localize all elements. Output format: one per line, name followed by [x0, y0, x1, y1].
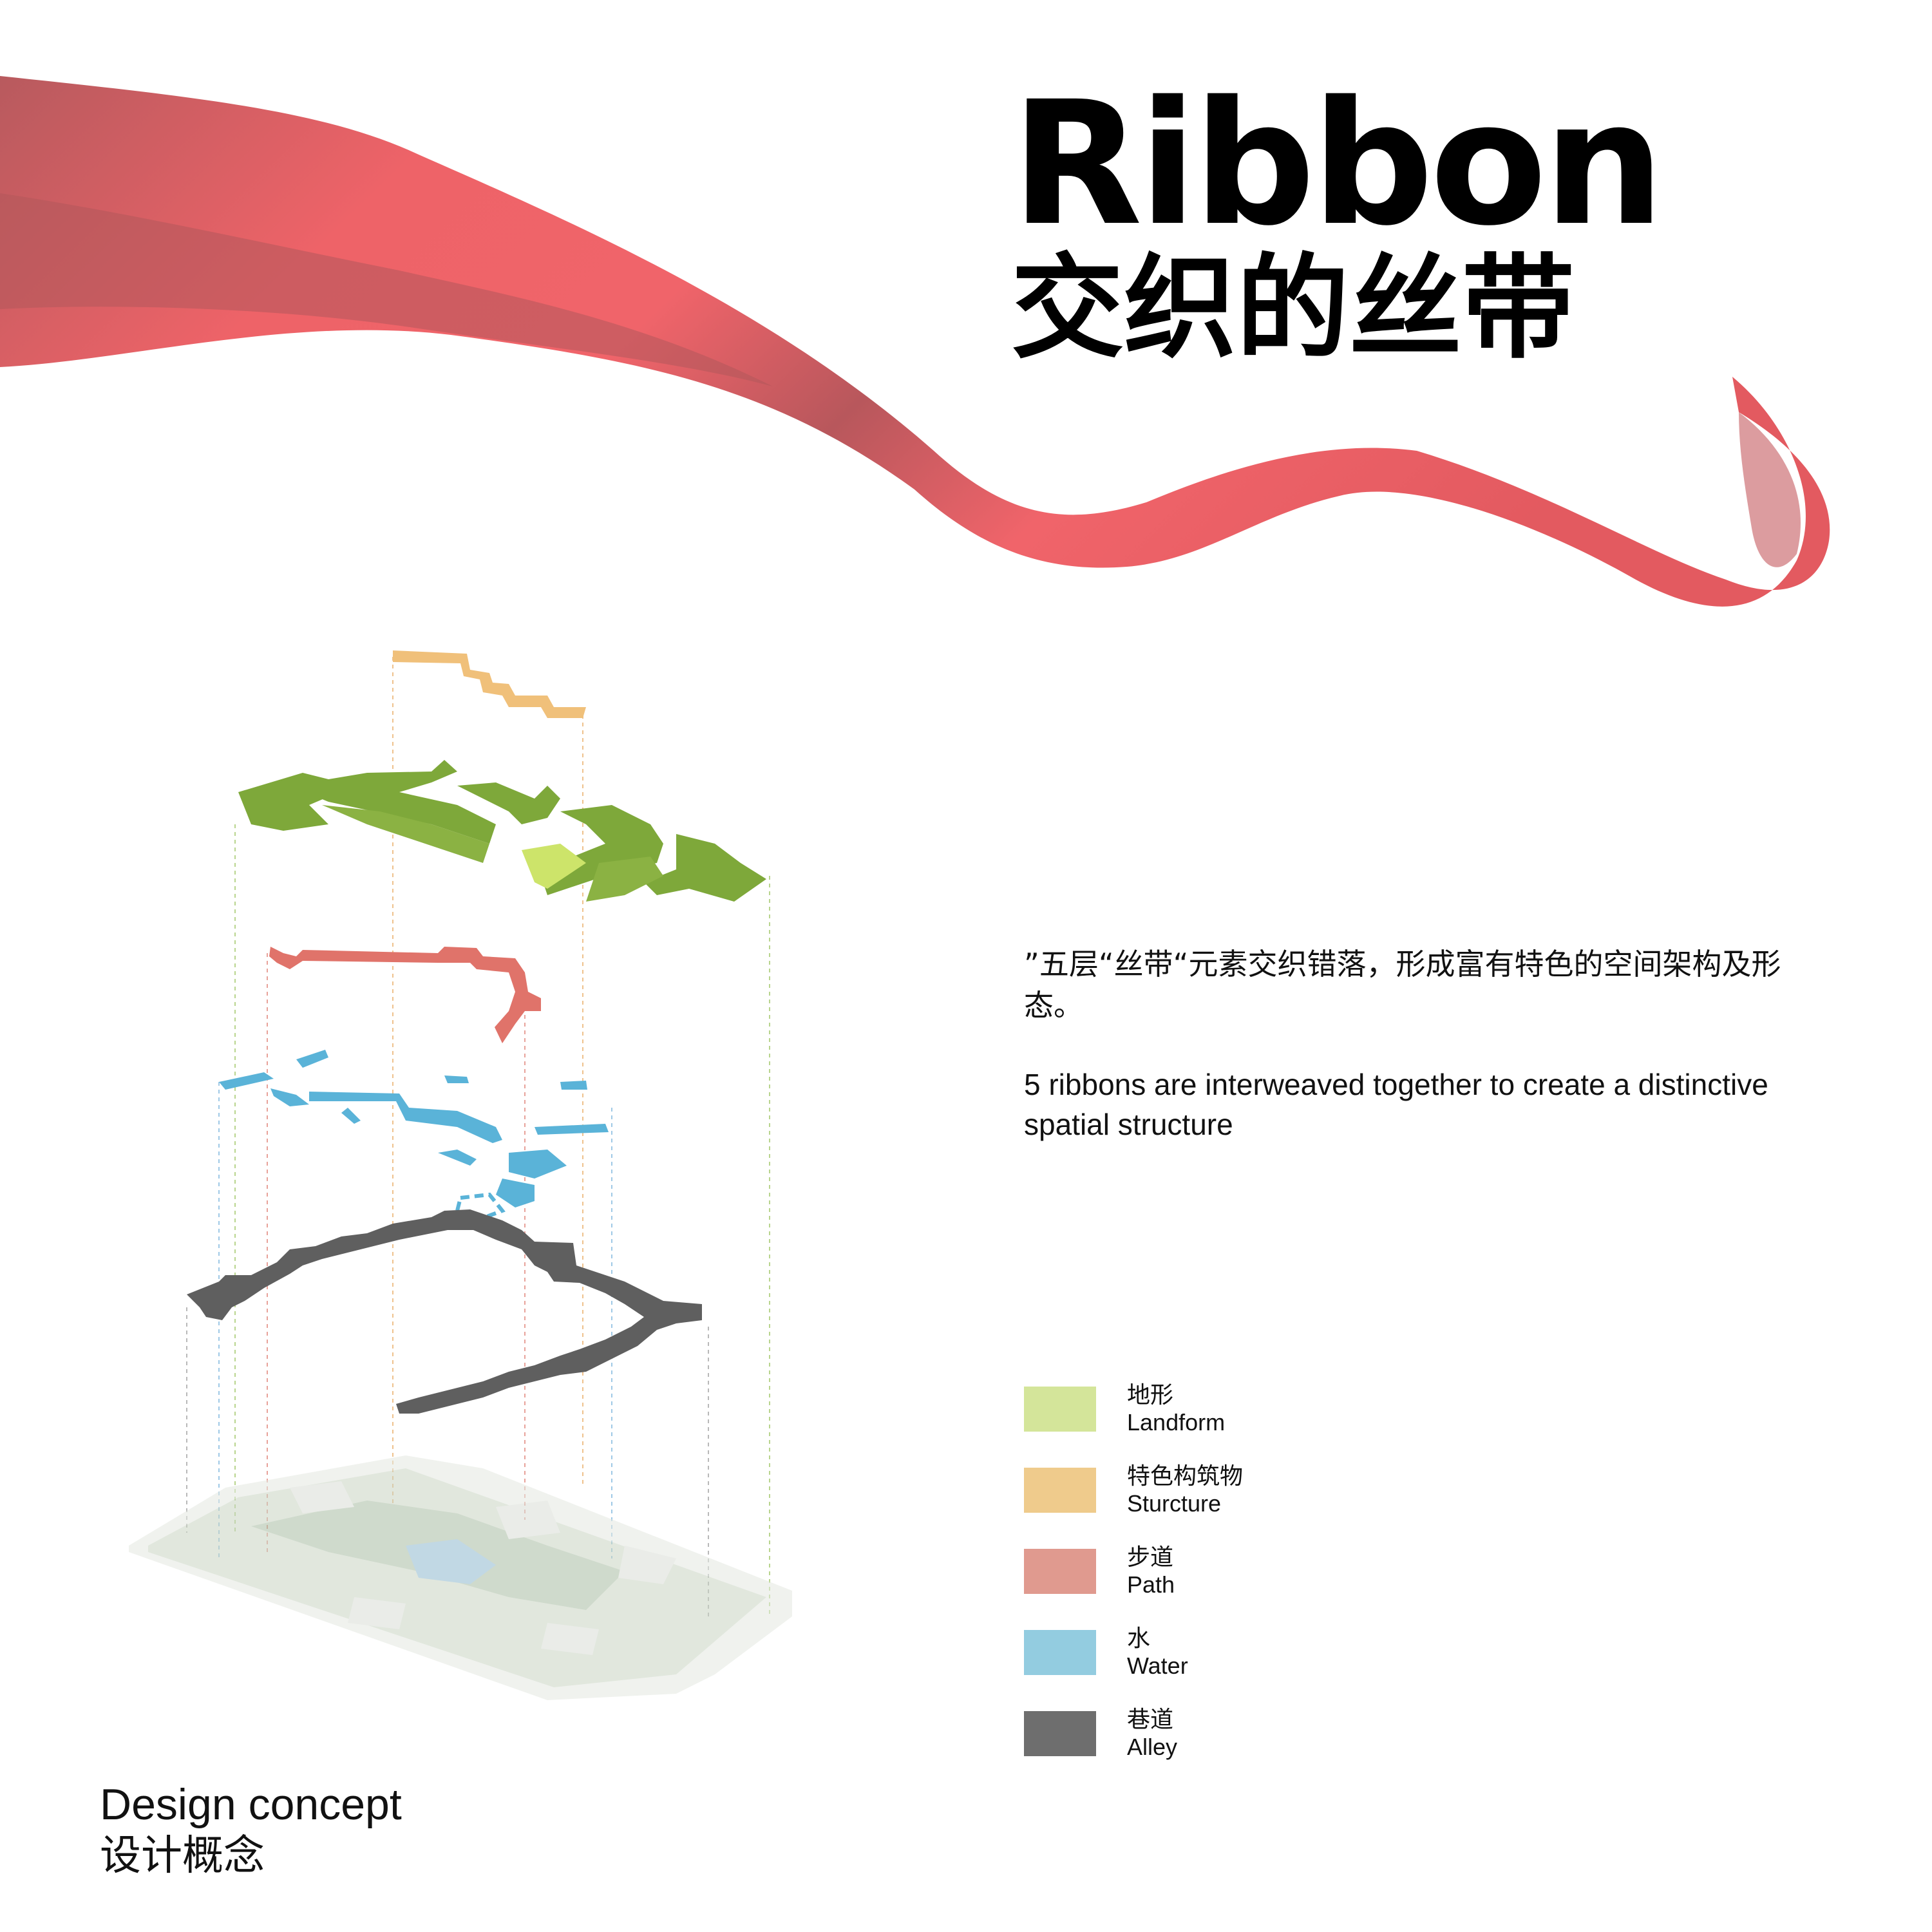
legend-label-en: Sturcture	[1127, 1490, 1222, 1517]
legend-swatch-landform	[1024, 1387, 1096, 1432]
legend-swatch-path	[1024, 1549, 1096, 1594]
legend-swatch-water	[1024, 1630, 1096, 1675]
legend-item-water: 水 Water	[1024, 1612, 1243, 1693]
legend-label-cn: 步道	[1127, 1544, 1174, 1571]
landform-layer	[238, 760, 766, 902]
legend: 地形 Landform 特色构筑物 Sturcture 步道 Path 水 Wa…	[1024, 1368, 1243, 1774]
title-chinese: 交织的丝带	[1011, 243, 1575, 374]
page-title: Ribbon 交织的丝带	[1011, 65, 1665, 374]
description: ”五层“丝带“元素交织错落，形成富有特色的空间架构及形态。 5 ribbons …	[1024, 943, 1797, 1144]
legend-item-structure: 特色构筑物 Sturcture	[1024, 1450, 1243, 1531]
legend-item-landform: 地形 Landform	[1024, 1368, 1243, 1450]
legend-label-en: Alley	[1127, 1734, 1178, 1760]
description-english: 5 ribbons are interweaved together to cr…	[1024, 1068, 1768, 1141]
legend-label-en: Landform	[1127, 1409, 1226, 1435]
legend-label-cn: 水	[1127, 1625, 1151, 1652]
exploded-axonometric-diagram	[129, 650, 792, 1700]
legend-label-cn: 地形	[1127, 1382, 1174, 1408]
caption-chinese: 设计概念	[100, 1832, 265, 1880]
path-layer	[269, 947, 541, 1043]
legend-item-alley: 巷道 Alley	[1024, 1693, 1243, 1774]
alley-layer	[187, 1209, 702, 1414]
legend-label-en: Water	[1127, 1653, 1188, 1679]
ribbon-illustration	[0, 76, 1830, 607]
ribbon-body	[0, 76, 1830, 607]
legend-item-path: 步道 Path	[1024, 1531, 1243, 1612]
legend-swatch-structure	[1024, 1468, 1096, 1513]
ribbon-tail-fold	[1739, 412, 1801, 567]
ribbon-fold-shade	[0, 193, 773, 386]
water-layer	[219, 1050, 609, 1223]
section-caption: Design concept 设计概念	[100, 1779, 402, 1882]
site-base-plan	[129, 1455, 792, 1700]
structure-layer	[393, 650, 586, 718]
title-english: Ribbon	[1011, 65, 1665, 263]
description-chinese: ”五层“丝带“元素交织错落，形成富有特色的空间架构及形态。	[1024, 947, 1781, 1023]
legend-label-cn: 巷道	[1127, 1707, 1174, 1733]
legend-label-cn: 特色构筑物	[1127, 1463, 1244, 1490]
legend-swatch-alley	[1024, 1711, 1096, 1756]
caption-english: Design concept	[100, 1780, 402, 1829]
legend-label-en: Path	[1127, 1571, 1175, 1598]
